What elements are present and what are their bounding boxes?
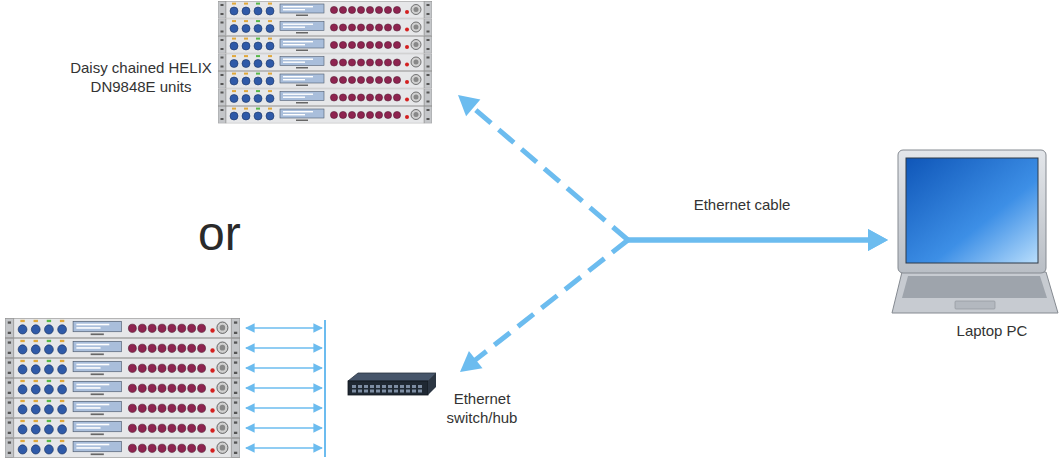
bottom-rack <box>5 318 240 457</box>
dashed-cable <box>472 107 628 240</box>
top-rack <box>218 1 432 123</box>
connector <box>458 95 888 251</box>
dashed-cable <box>474 240 628 361</box>
switch-icon <box>348 373 436 395</box>
cable-label: Ethernet cable <box>694 196 791 213</box>
or-label: or <box>198 206 241 261</box>
laptop-node: Laptop PC <box>888 145 1060 345</box>
rack-group: Daisy chained HELIX DN9848E units <box>66 2 458 124</box>
ethernet-cable <box>628 238 870 243</box>
arrow-head <box>868 229 888 251</box>
switch-node: Ethernet switch/hub <box>340 372 530 429</box>
unit-links <box>246 320 325 457</box>
node-label: Laptop PC <box>932 321 1052 340</box>
ethernet-cable <box>628 238 870 243</box>
node-label: Ethernet switch/hub <box>436 389 528 427</box>
arrow-head <box>868 229 888 251</box>
connector <box>460 229 888 372</box>
node-label: Daisy chained HELIX DN9848E units <box>66 58 216 96</box>
laptop-icon <box>892 150 1058 313</box>
